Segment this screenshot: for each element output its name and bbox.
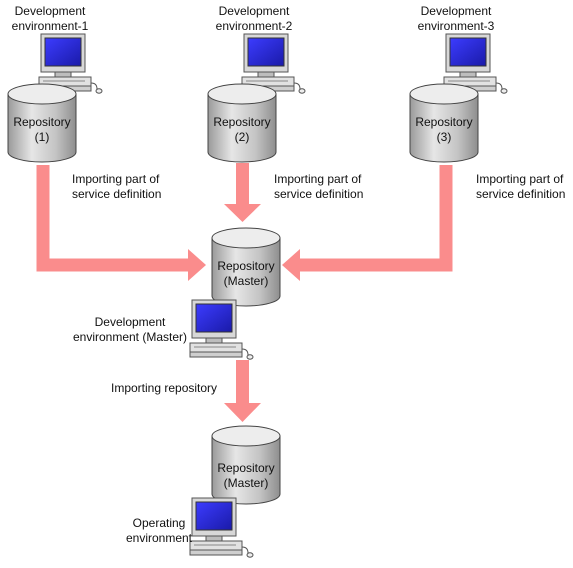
repo-3-label-line1: Repository	[415, 115, 472, 129]
development-environment-1: Development environment-1 Repository (1)…	[7, 4, 161, 201]
import-repository-arrow	[224, 360, 261, 422]
import-arrow-1	[36, 165, 206, 281]
repo-3-label-line2: (3)	[437, 130, 452, 144]
import-2-label-line2: service definition	[274, 187, 363, 201]
master-repo-label-line2: (Master)	[224, 274, 269, 288]
operating-environment: Repository (Master) Operating environmen…	[126, 425, 281, 558]
import-1-label-line2: service definition	[72, 187, 161, 201]
repo-2-label-line2: (2)	[235, 130, 250, 144]
import-arrow-2	[224, 163, 261, 222]
master-env-label-line1: Development	[95, 315, 166, 329]
master-repo-label-line1: Repository	[217, 259, 274, 273]
operating-env-label-line2: environment	[126, 531, 193, 545]
development-environment-3: Development environment-3 Repository (3)…	[409, 4, 565, 201]
operating-env-label-line1: Operating	[133, 516, 186, 530]
import-2-label-line1: Importing part of	[274, 172, 362, 186]
env-2-name-line2: environment-2	[216, 19, 293, 33]
master-development-environment: Repository (Master) Development environm…	[73, 227, 281, 360]
development-environment-2: Development environment-2 Repository (2)…	[207, 4, 363, 201]
computer-icon	[189, 299, 254, 360]
master-env-label-line2: environment (Master)	[73, 330, 187, 344]
env-3-name-line2: environment-3	[418, 19, 495, 33]
operating-repo-label-line1: Repository	[217, 461, 274, 475]
operating-repo-label-line2: (Master)	[224, 476, 269, 490]
repo-1-label-line1: Repository	[13, 115, 70, 129]
import-arrow-3	[282, 165, 453, 281]
env-1-name-line2: environment-1	[12, 19, 89, 33]
env-2-name-line1: Development	[219, 4, 290, 18]
env-1-name-line1: Development	[15, 4, 86, 18]
env-3-name-line1: Development	[421, 4, 492, 18]
import-repository-label: Importing repository	[111, 381, 217, 395]
import-3-label-line1: Importing part of	[476, 172, 564, 186]
import-1-label-line1: Importing part of	[72, 172, 160, 186]
import-3-label-line2: service definition	[476, 187, 565, 201]
repo-2-label-line1: Repository	[213, 115, 270, 129]
computer-icon	[189, 497, 254, 558]
repo-1-label-line2: (1)	[35, 130, 50, 144]
